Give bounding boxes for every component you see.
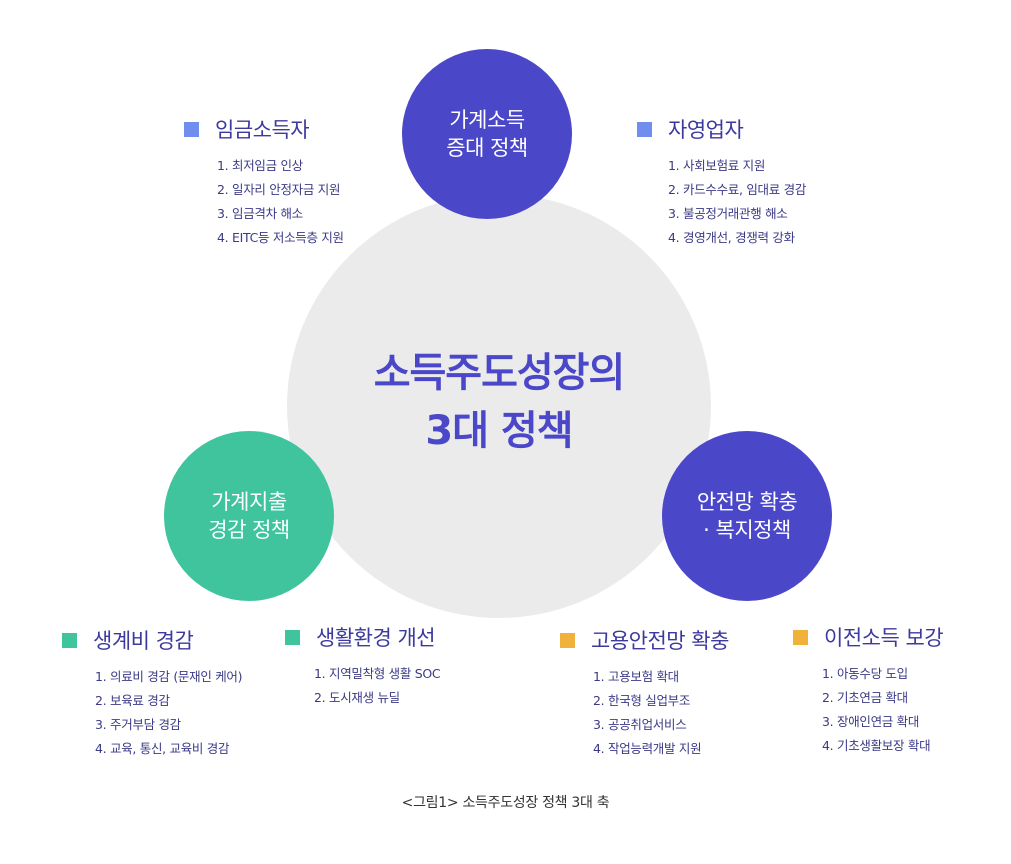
circle-label-line1: 가계지출: [211, 490, 287, 514]
square-bullet-icon: [285, 629, 300, 645]
group-header: 생계비 경감: [62, 625, 194, 655]
group-self-employed: 자영업자 1. 사회보험료 지원 2. 카드수수료, 임대료 경감 3. 불공정…: [637, 114, 806, 245]
list-item: 2. 보육료 경감: [95, 693, 170, 708]
group-title: 임금소득자: [215, 118, 310, 142]
circle-label-line2: · 복지정책: [703, 518, 791, 542]
list-item: 4. EITC등 저소득층 지원: [217, 230, 344, 245]
circle-label-line1: 가계소득: [449, 108, 525, 132]
circle-label-line1: 안전망 확충: [696, 490, 798, 514]
group-list: 1. 의료비 경감 (문재인 케어) 2. 보육료 경감 3. 주거부담 경감 …: [95, 665, 242, 761]
list-item: 1. 고용보험 확대: [593, 669, 679, 684]
household-income-circle: 가계소득 증대 정책: [402, 49, 572, 219]
list-item: 2. 카드수수료, 임대료 경감: [668, 182, 807, 197]
list-item: 1. 지역밀착형 생활 SOC: [314, 666, 441, 681]
group-header: 생활환경 개선: [285, 622, 436, 652]
center-title: 소득주도성장의 3대 정책: [287, 344, 711, 460]
list-item: 4. 경영개선, 경쟁력 강화: [668, 230, 795, 245]
center-title-line2: 3대 정책: [425, 408, 573, 454]
center-circle: [287, 194, 711, 618]
list-item: 1. 최저임금 인상: [217, 158, 303, 173]
group-employment-safety-net: 고용안전망 확충 1. 고용보험 확대 2. 한국형 실업부조 3. 공공취업서…: [560, 625, 729, 756]
group-title: 이전소득 보강: [824, 626, 944, 650]
circle-label-line2: 증대 정책: [446, 136, 528, 160]
square-bullet-icon: [637, 121, 652, 137]
list-item: 1. 사회보험료 지원: [668, 158, 766, 173]
square-bullet-icon: [184, 121, 199, 137]
circle-label-line2: 경감 정책: [208, 518, 290, 542]
group-list: 1. 아동수당 도입 2. 기초연금 확대 3. 장애인연금 확대 4. 기초생…: [822, 662, 931, 758]
group-header: 이전소득 보강: [793, 622, 944, 652]
group-header: 고용안전망 확충: [560, 625, 729, 655]
group-list: 1. 사회보험료 지원 2. 카드수수료, 임대료 경감 3. 불공정거래관행 …: [668, 154, 806, 250]
group-title: 자영업자: [668, 118, 744, 142]
group-list: 1. 고용보험 확대 2. 한국형 실업부조 3. 공공취업서비스 4. 작업능…: [593, 665, 702, 761]
list-item: 3. 장애인연금 확대: [822, 714, 920, 729]
list-item: 3. 공공취업서비스: [593, 717, 687, 732]
group-living-environment: 생활환경 개선 1. 지역밀착형 생활 SOC 2. 도시재생 뉴딜: [285, 622, 441, 705]
list-item: 3. 주거부담 경감: [95, 717, 181, 732]
list-item: 2. 도시재생 뉴딜: [314, 690, 400, 705]
group-wage-earners: 임금소득자 1. 최저임금 인상 2. 일자리 안정자금 지원 3. 임금격차 …: [184, 114, 344, 245]
figure-caption: <그림1> 소득주도성장 정책 3대 축: [401, 795, 610, 811]
list-item: 2. 한국형 실업부조: [593, 693, 691, 708]
list-item: 3. 불공정거래관행 해소: [668, 206, 788, 221]
list-item: 4. 기초생활보장 확대: [822, 738, 931, 753]
group-list: 1. 지역밀착형 생활 SOC 2. 도시재생 뉴딜: [314, 662, 441, 710]
list-item: 2. 일자리 안정자금 지원: [217, 182, 341, 197]
list-item: 4. 작업능력개발 지원: [593, 741, 702, 756]
group-title: 생계비 경감: [93, 629, 194, 653]
square-bullet-icon: [62, 632, 77, 648]
group-list: 1. 최저임금 인상 2. 일자리 안정자금 지원 3. 임금격차 해소 4. …: [217, 154, 344, 250]
group-title: 고용안전망 확충: [591, 629, 729, 653]
list-item: 1. 의료비 경감 (문재인 케어): [95, 669, 243, 684]
square-bullet-icon: [793, 629, 808, 645]
list-item: 1. 아동수당 도입: [822, 666, 908, 681]
group-transfer-income: 이전소득 보강 1. 아동수당 도입 2. 기초연금 확대 3. 장애인연금 확…: [793, 622, 944, 753]
household-expense-circle: 가계지출 경감 정책: [164, 431, 334, 601]
group-header: 자영업자: [637, 114, 744, 144]
group-living-cost: 생계비 경감 1. 의료비 경감 (문재인 케어) 2. 보육료 경감 3. 주…: [62, 625, 242, 756]
list-item: 2. 기초연금 확대: [822, 690, 908, 705]
safety-net-circle: 안전망 확충 · 복지정책: [662, 431, 832, 601]
group-title: 생활환경 개선: [316, 626, 436, 650]
list-item: 4. 교육, 통신, 교육비 경감: [95, 741, 230, 756]
group-header: 임금소득자: [184, 114, 310, 144]
square-bullet-icon: [560, 632, 575, 648]
list-item: 3. 임금격차 해소: [217, 206, 303, 221]
center-title-line1: 소득주도성장의: [373, 350, 626, 396]
